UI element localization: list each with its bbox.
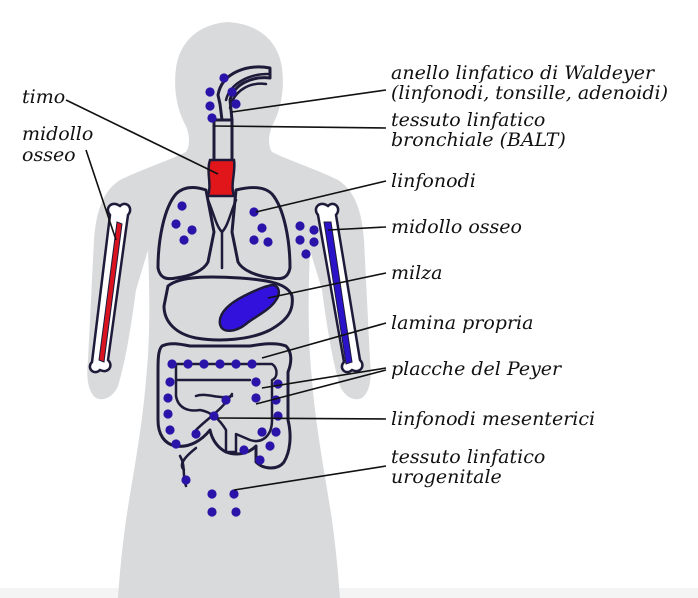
label-urogenitale-2: urogenitale (391, 466, 502, 488)
lymph-node-dot (249, 235, 258, 244)
label-milza: milza (391, 262, 443, 284)
lymph-node-dot (295, 221, 304, 230)
lymph-node-dot (163, 393, 172, 402)
lymph-node-dot (295, 235, 304, 244)
lymph-node-dot (231, 99, 240, 108)
lymph-node-dot (309, 237, 318, 246)
lymph-node-dot (165, 377, 174, 386)
label-waldeyer-2: (linfonodi, tonsille, adenoidi) (391, 82, 668, 104)
lymph-node-dot (205, 87, 214, 96)
lymph-node-dot (191, 429, 200, 438)
bottom-strip (0, 588, 698, 598)
lymph-node-dot (231, 359, 240, 368)
lymph-node-dot (207, 113, 216, 122)
lymph-node-dot (165, 425, 174, 434)
lymph-node-dot (247, 359, 256, 368)
label-urogenitale-1: tessuto linfatico (391, 446, 545, 468)
lymph-node-dot (183, 359, 192, 368)
label-linfonodi: linfonodi (391, 170, 476, 192)
lymph-node-dot (263, 237, 272, 246)
lymph-node-dot (257, 223, 266, 232)
lymph-node-dot (265, 441, 274, 450)
lymph-node-dot (273, 379, 282, 388)
label-midollo-right: midollo osseo (391, 216, 522, 238)
lymph-node-dot (207, 507, 216, 516)
lymph-node-dot (221, 395, 230, 404)
label-balt-1: tessuto linfatico (391, 109, 545, 131)
lymph-node-dot (251, 393, 260, 402)
lymph-node-dot (309, 225, 318, 234)
lymph-node-dot (271, 427, 280, 436)
lymph-node-dot (257, 427, 266, 436)
lymph-node-dot (207, 489, 216, 498)
lymph-node-dot (229, 489, 238, 498)
lymph-node-dot (163, 409, 172, 418)
lymph-node-dot (301, 249, 310, 258)
lymph-node-dot (227, 87, 236, 96)
label-waldeyer-1: anello linfatico di Waldeyer (391, 62, 656, 84)
label-balt-2: bronchiale (BALT) (391, 129, 566, 151)
label-midollo-left-2: osseo (22, 144, 76, 166)
lymph-node-dot (219, 73, 228, 82)
label-placche-peyer: placche del Peyer (391, 358, 563, 380)
lymph-node-dot (179, 235, 188, 244)
lymph-node-dot (171, 439, 180, 448)
lymph-node-dot (209, 411, 218, 420)
lymph-node-dot (231, 507, 240, 516)
label-linfonodi-mesenterici: linfonodi mesenterici (391, 408, 595, 430)
lymph-node-dot (251, 377, 260, 386)
label-lamina-propria: lamina propria (391, 312, 533, 334)
lymph-node-dot (187, 225, 196, 234)
lymph-node-dot (239, 445, 248, 454)
lymph-node-dot (255, 455, 264, 464)
lymph-node-dot (199, 359, 208, 368)
lymph-node-dot (181, 475, 190, 484)
lymph-node-dot (215, 359, 224, 368)
lymph-node-dot (177, 201, 186, 210)
lymph-node-dot (167, 359, 176, 368)
label-timo: timo (22, 86, 65, 108)
lymph-node-dot (273, 411, 282, 420)
lymph-node-dot (205, 101, 214, 110)
label-midollo-left-1: midollo (22, 123, 93, 145)
lymph-node-dot (171, 219, 180, 228)
thymus (208, 160, 234, 196)
